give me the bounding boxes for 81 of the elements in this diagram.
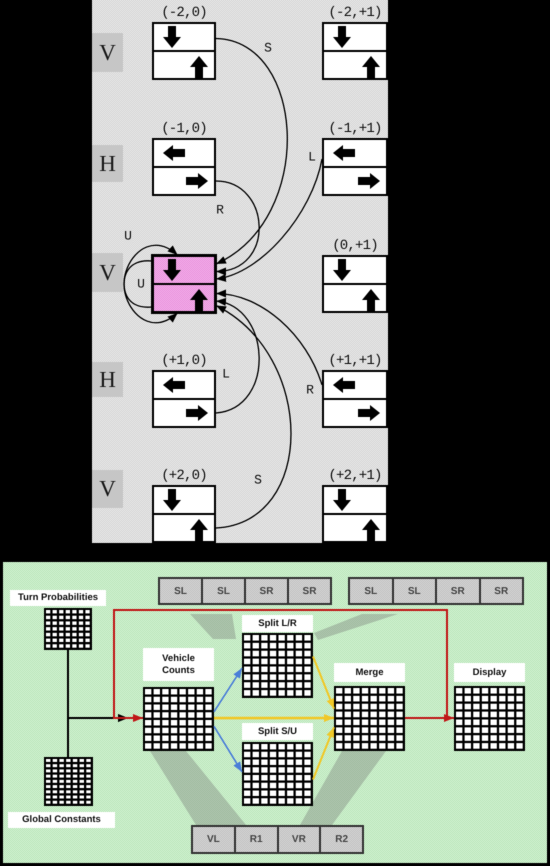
cell-coordinates: (+1,0) [160, 352, 208, 370]
lane-code-cell: R1 [234, 825, 278, 854]
grid-title: Split S/U [242, 723, 313, 740]
lane-code-cell: SR [478, 577, 524, 605]
lane-cell [322, 513, 388, 543]
cell-coordinates: (+2,+1) [327, 467, 383, 485]
lane-type-tag: V [92, 253, 123, 292]
arrow [312, 656, 335, 710]
curved-arrow [216, 158, 323, 281]
lane-cell [152, 22, 216, 52]
loop-arrow [124, 244, 178, 308]
projection-beam [300, 751, 386, 825]
lane-code-cell: SR [287, 577, 332, 605]
loop-arrow [124, 260, 178, 324]
feedback-arrow [113, 609, 448, 722]
lane-cell [152, 485, 216, 515]
lane-code-cell: SL [158, 577, 203, 605]
lane-type-tag: H [92, 362, 123, 397]
curved-arrow [216, 38, 288, 265]
projection-beam [150, 751, 246, 825]
lane-type-tag: H [92, 145, 123, 182]
lane-cell [322, 398, 388, 428]
lane-cell [322, 485, 388, 515]
lane-code-cell: VR [276, 825, 322, 854]
cell-coordinates: (-1,+1) [327, 120, 383, 138]
edge-label: R [215, 202, 225, 218]
projection-beam [314, 614, 398, 640]
lane-cell [152, 370, 216, 400]
curved-arrow [216, 304, 292, 529]
grid-title: Turn Probabilities [10, 590, 106, 606]
lane-cell [152, 513, 216, 543]
lane-code-cell: SL [392, 577, 437, 605]
lane-cell [322, 22, 388, 52]
lane-type-tag: V [92, 470, 123, 508]
cell-coordinates: (-2,+1) [327, 4, 383, 22]
cell-coordinates: (-2,0) [160, 4, 208, 22]
highlighted-lane-cell [152, 283, 216, 313]
grid-title: Vehicle Counts [143, 648, 214, 681]
arrow [214, 714, 334, 722]
edge-label: L [221, 366, 231, 382]
lane-cell [322, 50, 388, 80]
grid-title: Split L/R [242, 615, 313, 632]
lane-code-cell: R2 [319, 825, 364, 854]
lane-cell [322, 255, 388, 285]
edge-label: S [253, 472, 263, 488]
edge-label: R [305, 382, 315, 398]
highlighted-lane-cell [152, 255, 216, 285]
lane-cell [152, 138, 216, 168]
arrow [312, 726, 335, 780]
curved-arrow [216, 180, 260, 274]
cell-coordinates: (+2,0) [160, 467, 208, 485]
lane-code-cell: SR [244, 577, 289, 605]
arrow [213, 668, 243, 712]
edge-label: S [263, 40, 273, 56]
curved-arrow [216, 300, 260, 414]
arrow [67, 714, 128, 757]
lane-code-cell: SL [348, 577, 394, 605]
cell-coordinates: (-1,0) [160, 120, 208, 138]
lane-cell [152, 166, 216, 196]
lane-cell [322, 138, 388, 168]
edge-label: U [123, 228, 133, 244]
cell-coordinates: (+1,+1) [327, 352, 383, 370]
lane-type-tag: V [92, 33, 123, 72]
lane-cell [322, 166, 388, 196]
grid-title: Merge [334, 663, 405, 682]
arrow [405, 714, 454, 722]
projection-beam [190, 614, 236, 639]
cell-coordinates: (0,+1) [331, 237, 379, 255]
lane-cell [152, 50, 216, 80]
curved-arrow [216, 290, 323, 386]
grid-title: Global Constants [8, 812, 115, 828]
edge-label: L [307, 150, 317, 164]
lane-code-cell: SR [435, 577, 480, 605]
lane-code-cell: VL [191, 825, 236, 854]
arrow [213, 726, 243, 772]
lane-code-cell: SL [201, 577, 246, 605]
grid-title: Display [454, 663, 525, 682]
lane-cell [152, 398, 216, 428]
lane-cell [322, 283, 388, 313]
edge-label: U [136, 276, 146, 292]
lane-cell [322, 370, 388, 400]
